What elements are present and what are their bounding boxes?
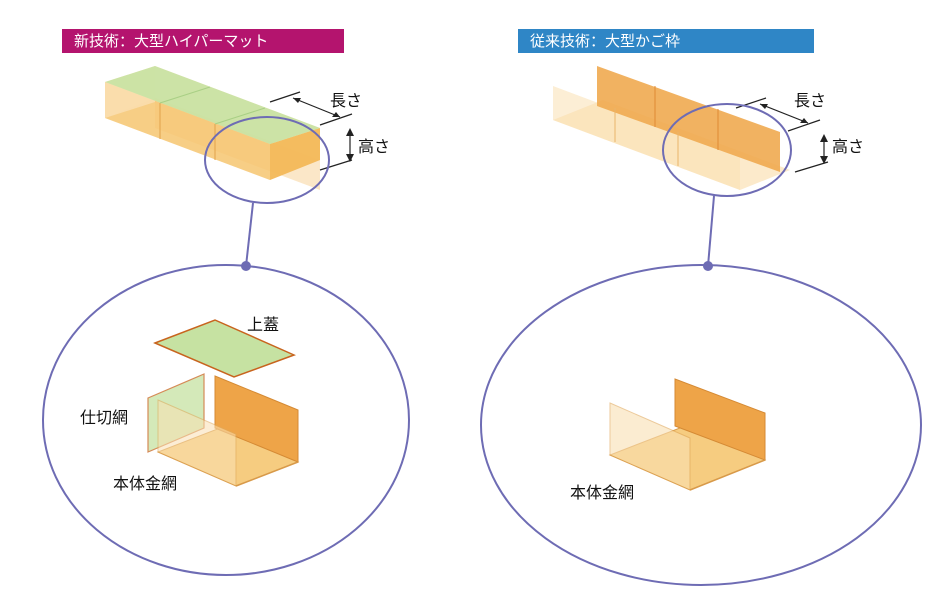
arrow-head — [760, 104, 768, 109]
arrow-head — [820, 134, 828, 142]
lid-panel — [153, 319, 296, 378]
lid-seam-line — [214, 107, 266, 125]
partition-label: 仕切網 — [80, 408, 128, 427]
arrow-head — [332, 112, 340, 117]
arrow-head — [800, 118, 808, 123]
length-extension-line — [735, 97, 767, 109]
mat-lid — [105, 66, 320, 144]
old-tech-dimensions: 長さ 高さ — [735, 91, 864, 173]
old-tech-title: 従来技術：大型かご枠 — [518, 29, 814, 53]
new-tech-exploded-view: 上蓋 仕切網 本体金網 — [80, 315, 300, 493]
new-length-label: 長さ — [330, 91, 362, 110]
old-length-label: 長さ — [794, 91, 826, 110]
height-extension-line — [794, 161, 829, 173]
new-tech-detail-circle — [42, 264, 410, 576]
arrow-head — [346, 128, 354, 136]
new-height-label: 高さ — [358, 137, 390, 156]
old-tech-detail-circle — [480, 264, 922, 586]
new-tech-connector-line — [245, 202, 254, 267]
old-tech-detail-view: 本体金網 — [570, 378, 767, 502]
mat-front-wall — [105, 82, 270, 180]
lid-seam-line — [159, 86, 211, 104]
arrow-head — [820, 156, 828, 164]
new-tech-mat-assembly — [105, 66, 320, 190]
mat-right-end — [270, 128, 320, 180]
old-body-label: 本体金網 — [570, 483, 634, 502]
old-tech-zoom-circle — [662, 103, 792, 197]
old-tech-cage-assembly — [553, 66, 790, 190]
height-extension-line — [319, 159, 353, 171]
new-tech-zoom-circle — [204, 116, 330, 204]
old-tech-connector-line — [707, 195, 715, 267]
length-arrow — [759, 103, 809, 124]
body-edge — [235, 461, 299, 487]
lid-label: 上蓋 — [247, 315, 279, 334]
length-extension-line — [319, 113, 353, 126]
old-height-label: 高さ — [832, 137, 864, 156]
length-extension-line — [787, 119, 821, 132]
arrow-head — [346, 154, 354, 162]
length-arrow — [292, 97, 341, 118]
cage-back-wall — [597, 66, 780, 172]
new-tech-dimensions: 長さ 高さ — [269, 91, 390, 171]
length-extension-line — [269, 91, 301, 103]
new-body-label: 本体金網 — [113, 474, 177, 493]
cage-front-wall — [553, 86, 740, 190]
new-tech-title: 新技術：大型ハイパーマット — [62, 29, 344, 53]
body-edge — [689, 459, 766, 491]
arrow-head — [293, 98, 301, 103]
